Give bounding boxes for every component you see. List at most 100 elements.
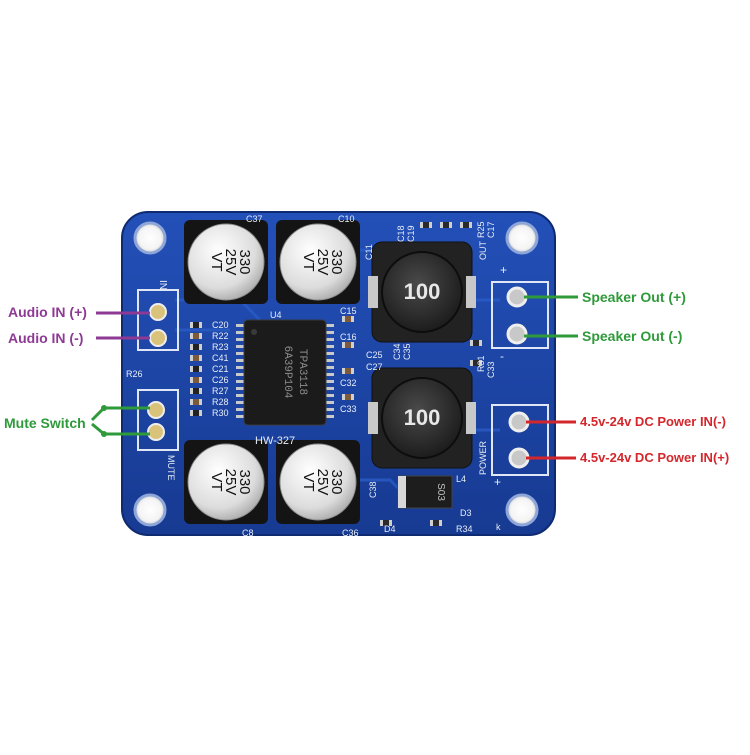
speaker-out-plus-label: Speaker Out (+)	[582, 289, 686, 305]
power-in-minus-label: 4.5v-24v DC Power IN(-)	[580, 414, 726, 429]
silk-power: POWER	[478, 440, 488, 475]
annotation-lines	[90, 295, 578, 460]
power-in-minus-pad[interactable]	[508, 411, 530, 433]
smd-part	[380, 520, 392, 526]
capacitor-marking: 25V	[222, 469, 239, 496]
smd-part	[430, 520, 442, 526]
smd-part	[190, 388, 202, 394]
silk-ref-left: C21	[212, 364, 229, 374]
mute-switch-label: Mute Switch	[4, 415, 86, 431]
inductor-marking: 100	[404, 279, 441, 304]
silk-c34: C34	[392, 343, 402, 360]
capacitor-marking: VT	[300, 472, 317, 491]
capacitor-ref: C37	[246, 214, 263, 224]
silk-power-plus: +	[494, 475, 501, 489]
silk-ref-left: R27	[212, 386, 229, 396]
capacitor-marking: 25V	[314, 249, 331, 276]
capacitor-ref: C10	[338, 214, 355, 224]
speaker-out-minus-pad[interactable]	[506, 323, 528, 345]
power-inductor: 100	[368, 367, 476, 469]
silk-d3: D3	[460, 508, 472, 518]
silk-c19: C19	[406, 225, 416, 242]
silk-model: HW-327	[255, 435, 295, 447]
silk-d4: D4	[384, 524, 396, 534]
silk-r31: R31	[476, 355, 486, 372]
smd-part	[190, 366, 202, 372]
capacitor-marking: VT	[208, 472, 225, 491]
smd-part	[440, 222, 452, 228]
silk-r34: R34	[456, 524, 473, 534]
silk-k: k	[496, 522, 501, 532]
silk-out-plus: +	[500, 263, 507, 277]
silk-ref-right: C16	[340, 332, 357, 342]
silk-c18: C18	[396, 225, 406, 242]
audio-in-minus-label: Audio IN (-)	[8, 330, 84, 346]
capacitor-marking: 25V	[314, 469, 331, 496]
chip-marking-1: 6A39P104	[281, 346, 293, 399]
smd-part	[420, 222, 432, 228]
speaker-out-header	[491, 281, 549, 349]
silk-l4: L4	[456, 474, 466, 484]
mute-pin-2[interactable]	[147, 423, 165, 441]
smd-part	[342, 342, 354, 348]
mute-pin-1[interactable]	[147, 401, 165, 419]
mount-hole-br	[505, 493, 539, 527]
audio-in-minus-pin[interactable]	[149, 329, 167, 347]
speaker-out-plus-pad[interactable]	[506, 286, 528, 308]
capacitor-marking: 25V	[222, 249, 239, 276]
smd-part	[190, 399, 202, 405]
capacitor-ref: C36	[342, 528, 359, 538]
silk-c17: C17	[486, 221, 496, 238]
capacitor-marking: 330	[236, 469, 253, 494]
silk-ref-left: R23	[212, 342, 229, 352]
smd-part	[342, 316, 354, 322]
silk-c27: C27	[366, 362, 383, 372]
smd-part	[460, 222, 472, 228]
diode-d3: S03	[397, 475, 453, 509]
silk-in: IN	[157, 280, 168, 290]
chip-marking-2: TPA3118	[296, 349, 308, 395]
smd-part	[342, 394, 354, 400]
power-in-plus-label: 4.5v-24v DC Power IN(+)	[580, 450, 730, 465]
capacitor-ref: C8	[242, 528, 254, 538]
silk-ref-right: C32	[340, 378, 357, 388]
silk-c38: C38	[368, 481, 378, 498]
smd-part	[190, 344, 202, 350]
silk-out: OUT	[478, 241, 488, 261]
silk-ref-left: R30	[212, 408, 229, 418]
capacitor-marking: 330	[236, 249, 253, 274]
smd-part	[470, 360, 482, 366]
silk-out-minus: -	[500, 349, 504, 363]
mount-hole-tl	[133, 221, 167, 255]
smd-part	[342, 368, 354, 374]
audio-in-plus-label: Audio IN (+)	[8, 304, 87, 320]
inductor-marking: 100	[404, 405, 441, 430]
silk-r26: R26	[126, 369, 143, 379]
silk-ref-right: C15	[340, 306, 357, 316]
silk-c11: C11	[364, 244, 374, 260]
power-in-plus-pad[interactable]	[508, 447, 530, 469]
capacitor-marking: 330	[328, 469, 345, 494]
silk-ref-left: R28	[212, 397, 229, 407]
silk-ref-right: C33	[340, 404, 357, 414]
smd-part	[190, 322, 202, 328]
silk-ref-left: C41	[212, 353, 229, 363]
silk-u4: U4	[270, 310, 282, 320]
silk-ref-left: C26	[212, 375, 229, 385]
smd-part	[190, 377, 202, 383]
diode-marking: S03	[435, 483, 446, 501]
silk-c35: C35	[402, 343, 412, 360]
smd-part	[190, 333, 202, 339]
silk-ref-left: R22	[212, 331, 229, 341]
audio-in-plus-pin[interactable]	[149, 303, 167, 321]
capacitor-marking: VT	[208, 252, 225, 271]
silk-r25: R25	[476, 221, 486, 238]
power-inductor: 100	[368, 241, 476, 343]
mount-hole-tr	[505, 221, 539, 255]
